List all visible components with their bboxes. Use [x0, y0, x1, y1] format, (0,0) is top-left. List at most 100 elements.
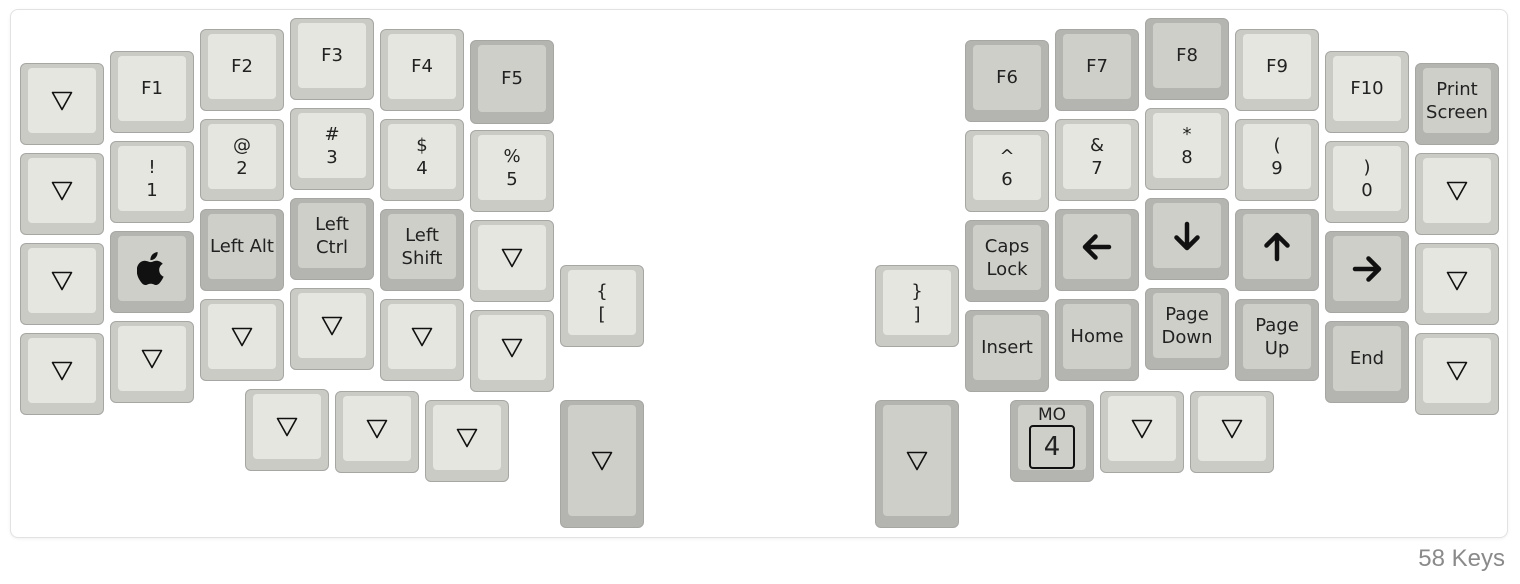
- key-r23[interactable]: [1235, 209, 1319, 291]
- keycap-top: [28, 158, 96, 223]
- key-l13[interactable]: #3: [290, 108, 374, 190]
- keycap-top: F2: [208, 34, 276, 99]
- key-r13[interactable]: (9: [1235, 119, 1319, 201]
- key-l20[interactable]: [20, 243, 104, 325]
- keycap-top: [1153, 203, 1221, 268]
- key-legend: Page: [1165, 303, 1209, 325]
- transparent-key-icon: [411, 327, 433, 347]
- key-legend: 9: [1271, 157, 1283, 179]
- key-l43[interactable]: [560, 400, 644, 528]
- key-r14[interactable]: )0: [1325, 141, 1409, 223]
- key-legend: F5: [501, 68, 523, 89]
- key-r26[interactable]: }]: [875, 265, 959, 347]
- key-l21[interactable]: [110, 231, 194, 313]
- keycap-top: (9: [1243, 124, 1311, 189]
- key-legend: 3: [326, 146, 338, 168]
- key-l03[interactable]: F3: [290, 18, 374, 100]
- key-r01[interactable]: F7: [1055, 29, 1139, 111]
- key-r25[interactable]: [1415, 243, 1499, 325]
- key-r34[interactable]: End: [1325, 321, 1409, 403]
- keycap-top: @2: [208, 124, 276, 189]
- key-l41[interactable]: [335, 391, 419, 473]
- key-r15[interactable]: [1415, 153, 1499, 235]
- key-r30[interactable]: Insert: [965, 310, 1049, 392]
- key-r04[interactable]: F10: [1325, 51, 1409, 133]
- key-r11[interactable]: &7: [1055, 119, 1139, 201]
- key-legend: F10: [1350, 78, 1384, 99]
- key-r43[interactable]: [1190, 391, 1274, 473]
- key-l35[interactable]: [470, 310, 554, 392]
- key-legend: End: [1349, 348, 1385, 369]
- key-l34[interactable]: [380, 299, 464, 381]
- keycap-top: {[: [568, 270, 636, 335]
- key-legend: F8: [1176, 45, 1198, 66]
- keycap-top: Left Alt: [208, 214, 276, 279]
- keycap-top: [253, 394, 321, 459]
- key-r22[interactable]: [1145, 198, 1229, 280]
- transparent-key-icon: [141, 349, 163, 369]
- key-legend: Insert: [981, 337, 1033, 358]
- key-r40[interactable]: [875, 400, 959, 528]
- key-r02[interactable]: F8: [1145, 18, 1229, 100]
- key-legend: %: [503, 145, 521, 167]
- key-l42[interactable]: [425, 400, 509, 482]
- keycap-top: [1423, 248, 1491, 313]
- keycap-top: [568, 405, 636, 516]
- key-r31[interactable]: Home: [1055, 299, 1139, 381]
- key-l30[interactable]: [20, 333, 104, 415]
- key-legend: F3: [321, 45, 343, 66]
- key-l33[interactable]: [290, 288, 374, 370]
- transparent-key-icon: [276, 417, 298, 437]
- keycap-top: [883, 405, 951, 516]
- key-l25[interactable]: [470, 220, 554, 302]
- key-l31[interactable]: [110, 321, 194, 403]
- transparent-key-icon: [51, 181, 73, 201]
- key-r03[interactable]: F9: [1235, 29, 1319, 111]
- key-r10[interactable]: ^6: [965, 130, 1049, 212]
- key-l00[interactable]: [20, 63, 104, 145]
- key-l32[interactable]: [200, 299, 284, 381]
- key-l40[interactable]: [245, 389, 329, 471]
- key-l04[interactable]: F4: [380, 29, 464, 111]
- key-legend: Down: [1161, 326, 1213, 348]
- keycap-top: F8: [1153, 23, 1221, 88]
- key-r42[interactable]: [1100, 391, 1184, 473]
- keycap-top: [28, 248, 96, 313]
- keycap-top: [208, 304, 276, 369]
- key-l14[interactable]: $4: [380, 119, 464, 201]
- key-l15[interactable]: %5: [470, 130, 554, 212]
- key-l11[interactable]: !1: [110, 141, 194, 223]
- keycap-top: }]: [883, 270, 951, 335]
- keycap-top: &7: [1063, 124, 1131, 189]
- key-l22[interactable]: Left Alt: [200, 209, 284, 291]
- key-legend: 7: [1091, 157, 1103, 179]
- transparent-key-icon: [501, 248, 523, 268]
- keycap-top: [1108, 396, 1176, 461]
- key-r21[interactable]: [1055, 209, 1139, 291]
- key-l01[interactable]: F1: [110, 51, 194, 133]
- key-l12[interactable]: @2: [200, 119, 284, 201]
- key-legend: [: [598, 303, 606, 325]
- key-l05[interactable]: F5: [470, 40, 554, 124]
- key-l10[interactable]: [20, 153, 104, 235]
- transparent-key-icon: [1221, 419, 1243, 439]
- keycap-top: [1243, 214, 1311, 279]
- keycap-top: [478, 225, 546, 290]
- key-r12[interactable]: *8: [1145, 108, 1229, 190]
- key-l02[interactable]: F2: [200, 29, 284, 111]
- key-r35[interactable]: [1415, 333, 1499, 415]
- key-r00[interactable]: F6: [965, 40, 1049, 122]
- key-r24[interactable]: [1325, 231, 1409, 313]
- key-legend: Left: [315, 213, 349, 235]
- key-legend: 8: [1181, 146, 1193, 168]
- key-l36[interactable]: {[: [560, 265, 644, 347]
